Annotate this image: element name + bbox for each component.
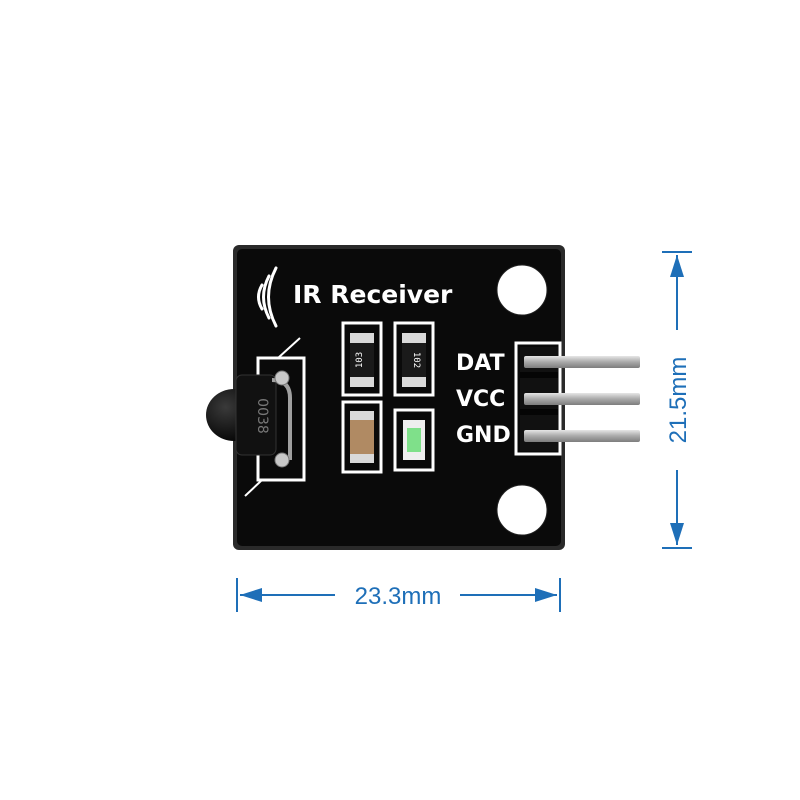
resistor-2: 102 [393,321,435,397]
pin-label-dat: DAT [456,351,505,376]
ir-waves-icon [257,266,278,328]
pin-gnd [524,430,640,442]
mounting-hole-bottom [496,484,548,536]
pin-vcc [524,393,640,405]
ir-sensor: 0038 [206,370,292,468]
pin-header [520,347,640,451]
board-title: IR Receiver [293,280,453,309]
mounting-hole-top [496,264,548,316]
resistor-1: 103 [341,321,383,397]
capacitor [341,400,383,474]
pin-dat [524,356,640,368]
resistor-2-code: 102 [411,352,421,368]
width-label: 23.3mm [355,583,442,610]
pin-label-gnd: GND [456,423,511,448]
height-label: 21.5mm [665,357,692,444]
height-dimension [662,251,692,549]
resistor-1-code: 103 [355,352,365,368]
ir-sensor-marking: 0038 [254,398,270,434]
led [393,408,435,472]
pin-label-vcc: VCC [456,387,505,412]
width-dimension [236,578,561,612]
pcb-board: IR Receiver 103 102 [233,245,565,550]
